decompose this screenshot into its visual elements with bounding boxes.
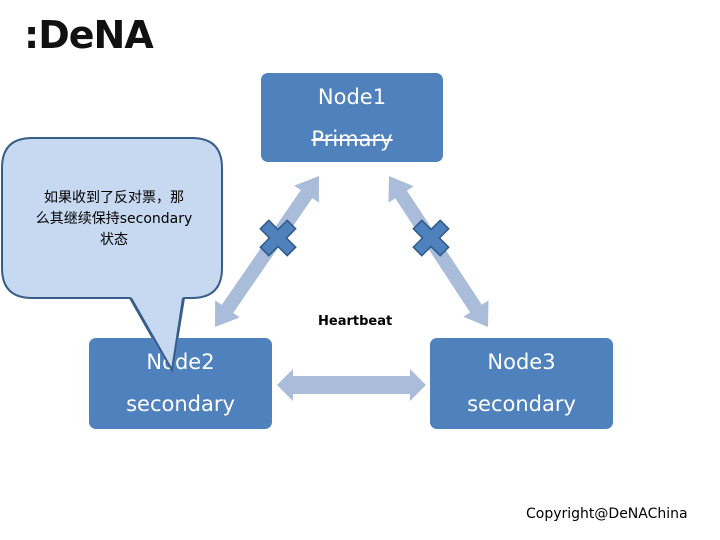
callout-line: 么其继续保持secondary bbox=[35, 211, 193, 227]
node2-box: Node2 secondary bbox=[89, 338, 272, 429]
callout-text: 如果收到了反对票，那 么其继续保持secondary 状态 bbox=[14, 188, 214, 251]
node1-box: Node1 Primary bbox=[261, 73, 443, 162]
callout-line: 如果收到了反对票，那 bbox=[44, 190, 184, 206]
node-role: secondary bbox=[126, 392, 235, 416]
node-role: secondary bbox=[467, 392, 576, 416]
node-name: Node3 bbox=[487, 350, 556, 374]
callout-bubble bbox=[1, 137, 223, 375]
cross-icon bbox=[259, 219, 297, 257]
double-arrow-icon bbox=[277, 369, 426, 401]
node-name: Node1 bbox=[317, 85, 387, 109]
dena-logo: :DeNA bbox=[24, 13, 154, 57]
copyright-text: Copyright@DeNAChina bbox=[526, 506, 688, 522]
node-role: Primary bbox=[311, 127, 393, 151]
node3-box: Node3 secondary bbox=[430, 338, 613, 429]
callout-line: 状态 bbox=[100, 232, 128, 248]
link-node2-node3 bbox=[277, 369, 426, 401]
heartbeat-label: Heartbeat bbox=[318, 314, 393, 329]
cross-icon bbox=[412, 219, 450, 257]
node-name: Node2 bbox=[146, 350, 215, 374]
